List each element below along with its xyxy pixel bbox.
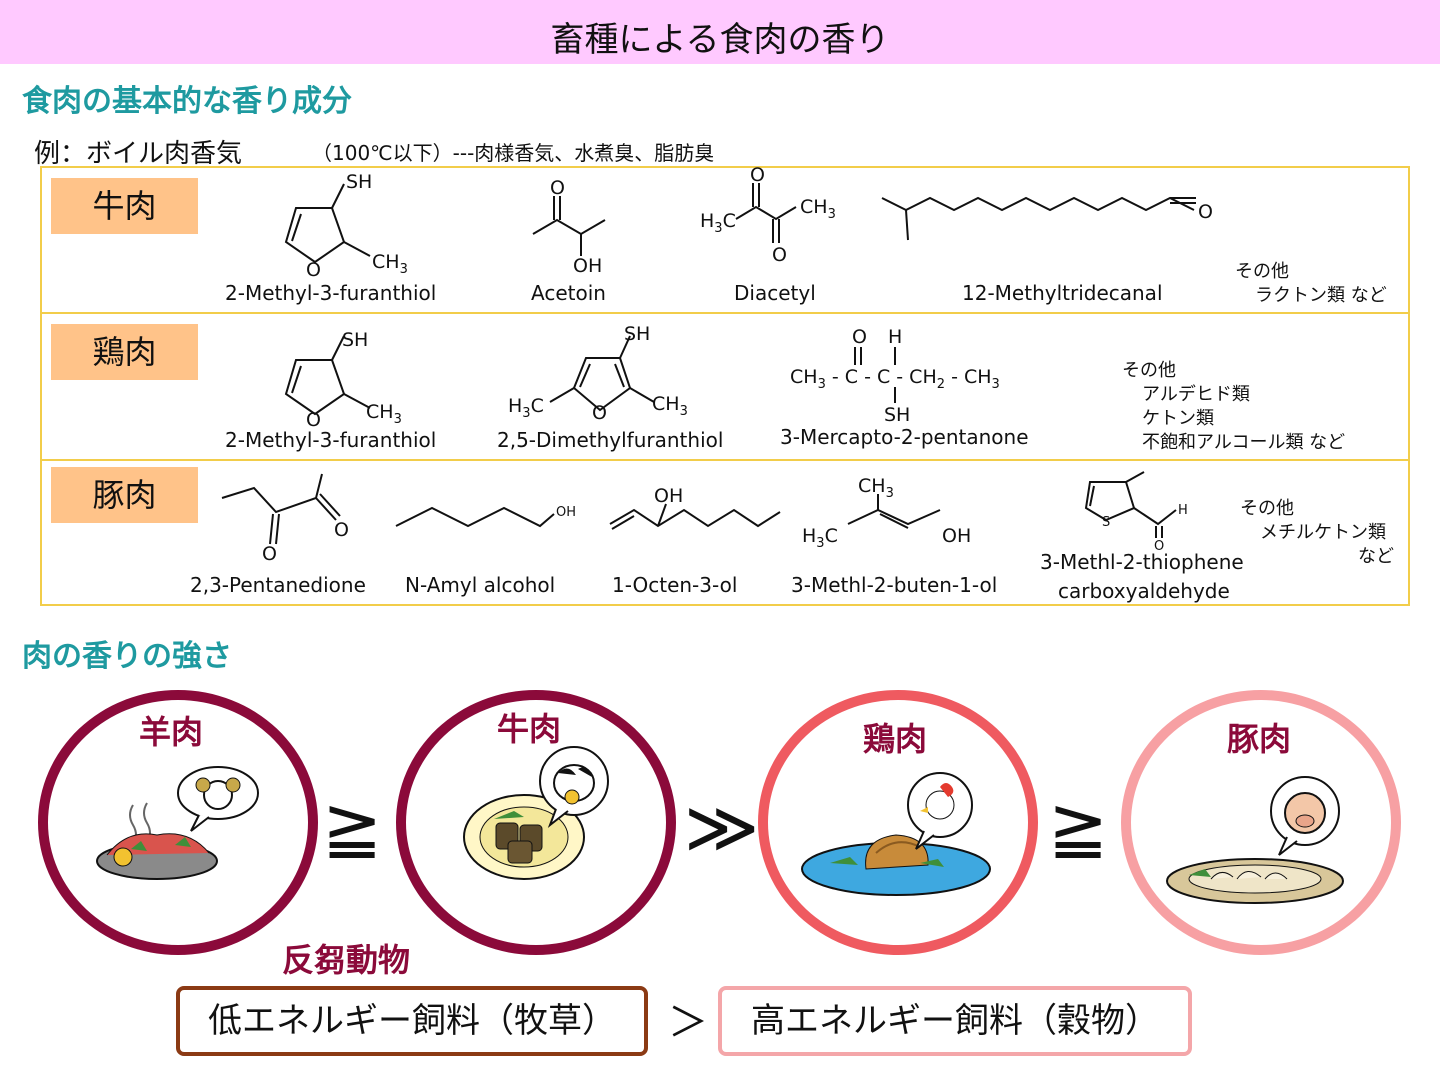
label-beef: 牛肉 [496,710,561,748]
section-heading-aroma-strength: 肉の香りの強さ [22,639,232,674]
other-item: メチルケトン類 [1260,522,1386,543]
compound-name: 2-Methyl-3-furanthiol [225,428,437,452]
circle-pork [1121,690,1401,955]
structure-12-methyltridecanal: O [881,196,1213,241]
compound-name: 2,5-Dimethylfuranthiol [497,428,724,452]
svg-text:SH: SH [624,323,650,345]
beef-dish-illustration [463,746,609,880]
svg-text:CH3: CH3 [366,401,402,427]
mutton-dish-illustration [96,766,259,880]
structure-3-methyl-2-buten-1-ol: CH3 H3C OH [802,475,971,551]
svg-text:O: O [772,244,787,266]
structure-2-methyl-3-furanthiol: SH O CH3 [284,171,408,281]
label-mutton: 羊肉 [138,713,203,751]
other-item: など [1358,546,1394,567]
compound-name: 3-Mercapto-2-pentanone [780,425,1029,449]
compound-name: N-Amyl alcohol [405,573,556,597]
relation-symbol: ≫ [684,785,760,869]
structure-2-5-dimethylfuranthiol: SH H3C O CH3 [508,323,688,424]
structure-diacetyl: O H3C CH3 O [700,164,836,266]
circle-chicken [758,690,1038,955]
compound-name: Diacetyl [734,281,816,305]
compound-name: 3-Methl-2-thiophene [1040,550,1244,574]
svg-text:H3C: H3C [700,210,736,236]
svg-text:OH: OH [556,505,576,520]
row-divider [40,312,1410,314]
compound-name: Acetoin [531,281,606,305]
svg-text:CH3: CH3 [800,196,836,222]
meat-tag-pork: 豚肉 [51,467,198,523]
title-bar [0,0,1440,64]
compound-name: carboxyaldehyde [1058,579,1230,603]
svg-text:CH3 - C - C - CH2 - CH3: CH3 - C - C - CH2 - CH3 [790,366,1000,392]
structure-n-amyl-alcohol: OH [395,505,576,528]
svg-text:O: O [750,164,765,186]
svg-text:O: O [550,177,565,199]
svg-text:H: H [888,326,902,348]
compound-name: 2-Methyl-3-furanthiol [225,281,437,305]
structure-2-methyl-3-furanthiol: SH O CH3 [284,329,402,431]
meat-tag-beef: 牛肉 [51,178,198,234]
compound-name: 2,3-Pentanedione [190,573,366,597]
svg-text:OH: OH [654,485,683,507]
structure-1-octen-3-ol: OH [609,485,781,530]
structure-3-mercapto-2-pentanone: O H CH3 - C - C - CH2 - CH3 SH [790,326,1000,426]
svg-text:H3C: H3C [508,395,544,421]
other-item: アルデヒド類 [1142,384,1250,405]
feed-low-energy: 低エネルギー飼料（牧草） [176,986,648,1056]
feed-comparator: ＞ [668,1000,708,1046]
structure-3-methyl-2-thiophenecarboxaldehyde: S H O [1084,471,1188,554]
structure-acetoin: O OH [532,177,606,277]
svg-text:H3C: H3C [802,525,838,551]
svg-text:CH3: CH3 [858,475,894,501]
other-label: その他 [1235,261,1289,282]
svg-text:CH3: CH3 [372,251,408,277]
circle-mutton [38,690,318,955]
ruminant-label: 反芻動物 [282,941,411,979]
svg-text:OH: OH [942,525,971,547]
svg-text:H: H [1178,503,1188,518]
compound-name: 1-Octen-3-ol [612,573,738,597]
svg-text:CH3: CH3 [652,393,688,419]
compound-table [40,166,1410,606]
svg-text:O: O [262,543,277,565]
other-item: ラクトン類 など [1255,285,1387,306]
svg-text:O: O [592,402,607,424]
svg-text:SH: SH [342,329,368,351]
svg-text:SH: SH [884,404,910,426]
structure-2-3-pentanedione: O O [221,473,349,565]
svg-text:SH: SH [346,171,372,193]
page-title: 畜種による食肉の香り [550,20,890,60]
chicken-dish-illustration [801,772,991,896]
svg-text:OH: OH [573,255,602,277]
pork-dish-illustration [1166,776,1344,904]
relation-symbol: ≧ [322,785,383,869]
other-item: 不飽和アルコール類 など [1142,432,1346,453]
row-divider [40,459,1410,461]
compound-name: 3-Methl-2-buten-1-ol [791,573,998,597]
label-chicken: 鶏肉 [862,720,927,758]
svg-text:O: O [306,409,321,431]
svg-text:O: O [852,326,867,348]
example-note: （100℃以下）---肉様香気、水煮臭、脂肪臭 [312,141,715,165]
svg-text:O: O [306,259,321,281]
svg-text:O: O [334,519,349,541]
other-item: ケトン類 [1142,408,1214,429]
meat-tag-chicken: 鶏肉 [51,324,198,380]
section-heading-basic-aroma: 食肉の基本的な香り成分 [22,84,352,119]
compound-name: 12-Methyltridecanal [962,281,1163,305]
svg-text:S: S [1102,515,1110,530]
relation-symbol: ≧ [1048,785,1109,869]
svg-text:O: O [1198,201,1213,223]
example-label: 例：ボイル肉香気 [34,139,243,169]
label-pork: 豚肉 [1226,720,1291,758]
feed-high-energy: 高エネルギー飼料（穀物） [718,986,1192,1056]
other-label: その他 [1240,498,1294,519]
svg-text:O: O [1154,539,1164,554]
other-label: その他 [1122,360,1176,381]
